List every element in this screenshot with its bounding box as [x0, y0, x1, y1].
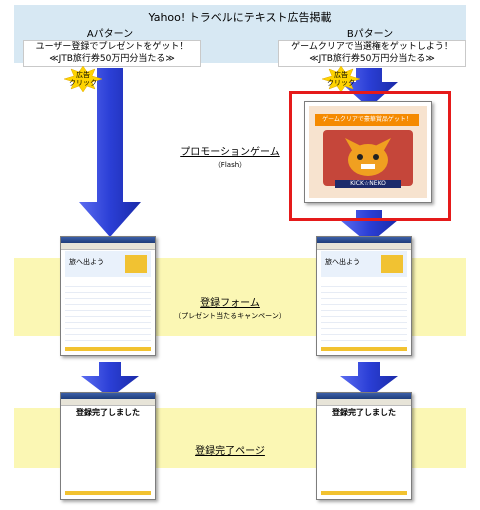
arrow-b-to-game: [340, 68, 398, 108]
burst-a-line1: 広告: [76, 71, 90, 79]
form-banner-text: 旅へ出よう: [325, 258, 360, 266]
game-banner: ゲームクリアで豪華賞品ゲット！: [315, 114, 419, 126]
window-footer: [321, 347, 407, 351]
window-titlebar: [61, 393, 155, 399]
form-fields: [321, 281, 407, 341]
form-banner: 旅へ出よう: [65, 251, 151, 277]
complete-message-a: 登録完了しました: [76, 408, 140, 417]
form-screenshot-a: 旅へ出よう: [60, 236, 156, 356]
arrow-b-to-form: [340, 210, 398, 244]
window-titlebar: [317, 237, 411, 243]
window-menubar: [317, 243, 411, 250]
burst-b-line1: 広告: [334, 71, 348, 79]
form-banner: 旅へ出よう: [321, 251, 407, 277]
form-sub: （プレゼント当たるキャンペーン）: [174, 312, 286, 320]
game-highlight-frame: [289, 91, 451, 221]
form-fields: [65, 281, 151, 341]
game-tv: [323, 130, 413, 186]
complete-message-b: 登録完了しました: [332, 408, 396, 417]
page-title: Yahoo! トラベルにテキスト広告掲載: [148, 11, 332, 24]
burst-b-line2: クリック: [327, 79, 355, 87]
click-burst-a: 広告 クリック: [64, 66, 102, 92]
burst-a-line2: クリック: [69, 79, 97, 87]
ad-a-line2: ≪JTB旅行券50万円分当たる≫: [49, 54, 175, 64]
form-label: 登録フォーム: [200, 298, 260, 309]
cat-character-icon: [345, 138, 391, 176]
window-menubar: [61, 399, 155, 406]
ad-a-line1: ユーザー登録でプレゼントをゲット！: [35, 42, 189, 52]
complete-screenshot-b: 登録完了しました: [316, 392, 412, 500]
pattern-b-heading: Bパターン: [346, 29, 394, 40]
click-burst-b: 広告 クリック: [322, 66, 360, 92]
game-label: プロモーションゲーム: [180, 147, 280, 158]
window-footer: [65, 491, 151, 495]
complete-label: 登録完了ページ: [195, 446, 265, 457]
ad-b-line2: ≪JTB旅行券50万円分当たる≫: [309, 54, 435, 64]
window-menubar: [61, 243, 155, 250]
form-screenshot-b: 旅へ出よう: [316, 236, 412, 356]
window-titlebar: [61, 237, 155, 243]
campaign-image: [381, 255, 403, 273]
arrow-b-to-complete: [340, 362, 398, 398]
window-footer: [65, 347, 151, 351]
game-logo: KICK☆NEKO: [335, 180, 401, 188]
campaign-image: [125, 255, 147, 273]
arrow-a-to-complete: [81, 362, 139, 398]
window-menubar: [317, 399, 411, 406]
complete-screenshot-a: 登録完了しました: [60, 392, 156, 500]
game-screenshot: ゲームクリアで豪華賞品ゲット！ KICK☆NEKO: [304, 101, 432, 203]
ad-b-line1: ゲームクリアで当選権をゲットしよう！: [291, 42, 453, 52]
form-banner-text: 旅へ出よう: [69, 258, 104, 266]
pattern-a-heading: Aパターン: [86, 29, 134, 40]
text-ad-a: ユーザー登録でプレゼントをゲット！ ≪JTB旅行券50万円分当たる≫: [23, 40, 201, 67]
window-footer: [321, 491, 407, 495]
arrow-a-to-form: [79, 68, 141, 237]
text-ad-b: ゲームクリアで当選権をゲットしよう！ ≪JTB旅行券50万円分当たる≫: [278, 40, 466, 67]
window-titlebar: [317, 393, 411, 399]
game-sub: （Flash）: [213, 161, 247, 169]
